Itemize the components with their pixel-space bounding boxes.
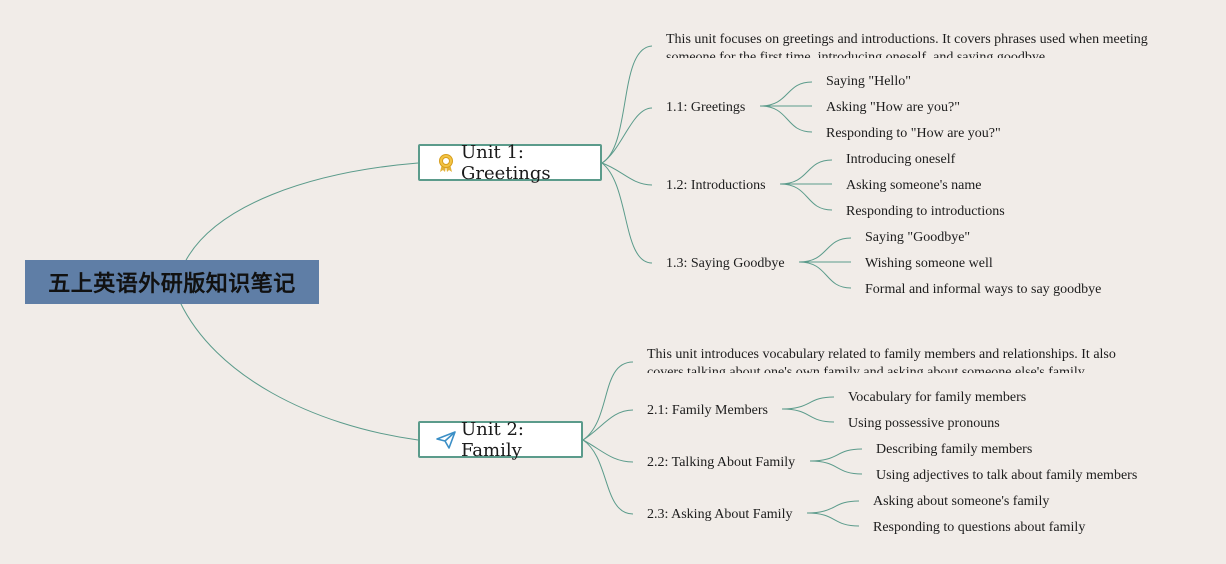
unit-node-greetings[interactable]: Unit 1: Greetings xyxy=(418,141,602,184)
unit-description: This unit introduces vocabulary related … xyxy=(647,347,1116,373)
unit-title: Unit 2: Family xyxy=(461,418,524,461)
list-item[interactable]: Formal and informal ways to say goodbye xyxy=(865,282,1102,297)
connector-s22-i2 xyxy=(809,460,863,475)
list-item[interactable]: Describing family members xyxy=(876,442,1033,457)
section-family-members[interactable]: 2.1: Family Members xyxy=(647,403,768,418)
connector-unit1-s2 xyxy=(601,162,653,186)
connector-s12-i3 xyxy=(779,183,833,211)
section-asking-about-family[interactable]: 2.3: Asking About Family xyxy=(647,507,793,522)
root-title: 五上英语外研版知识笔记 xyxy=(48,272,296,297)
connector-s12-i1 xyxy=(779,159,833,185)
list-item[interactable]: Saying "Hello" xyxy=(826,74,911,89)
paper-plane-icon xyxy=(436,430,456,450)
connector-s23-i1 xyxy=(806,500,860,514)
connector-unit2-desc xyxy=(582,361,634,441)
list-item[interactable]: Responding to introductions xyxy=(846,204,1005,219)
award-ribbon-icon xyxy=(436,153,456,173)
connector-root-unit1 xyxy=(184,162,419,263)
connector-s22-i1 xyxy=(809,448,863,462)
connector-s13-i3 xyxy=(798,261,852,289)
connector-unit1-s1 xyxy=(601,107,653,164)
connector-s23-i2 xyxy=(806,512,860,527)
list-item[interactable]: Using possessive pronouns xyxy=(848,416,1000,431)
connector-s21-i1 xyxy=(781,396,835,410)
section-greetings[interactable]: 1.1: Greetings xyxy=(666,100,746,115)
connector-s11-i3 xyxy=(759,105,813,133)
connector-s21-i2 xyxy=(781,408,835,423)
list-item[interactable]: Asking "How are you?" xyxy=(826,100,960,115)
section-talking-about-family[interactable]: 2.2: Talking About Family xyxy=(647,455,796,470)
list-item[interactable]: Vocabulary for family members xyxy=(848,390,1027,405)
unit-title: Unit 1: Greetings xyxy=(461,141,551,184)
list-item[interactable]: Saying "Goodbye" xyxy=(865,230,971,245)
connector-unit2-s3 xyxy=(582,439,634,515)
list-item[interactable]: Using adjectives to talk about family me… xyxy=(876,468,1138,483)
list-item[interactable]: Asking someone's name xyxy=(846,178,982,193)
unit-description: This unit focuses on greetings and intro… xyxy=(666,32,1148,58)
list-item[interactable]: Introducing oneself xyxy=(846,152,956,167)
section-introductions[interactable]: 1.2: Introductions xyxy=(666,178,766,193)
connector-unit2-s2 xyxy=(582,439,634,463)
connector-s11-i1 xyxy=(759,81,813,107)
unit-node-family[interactable]: Unit 2: Family xyxy=(418,418,583,461)
connector-unit1-s3 xyxy=(601,162,653,264)
list-item[interactable]: Wishing someone well xyxy=(865,256,993,271)
root-node[interactable]: 五上英语外研版知识笔记 xyxy=(25,260,319,304)
connector-s13-i1 xyxy=(798,237,852,263)
connector-unit2-s1 xyxy=(582,409,634,441)
list-item[interactable]: Asking about someone's family xyxy=(873,494,1050,509)
connector-root-unit2 xyxy=(179,301,419,441)
list-item[interactable]: Responding to "How are you?" xyxy=(826,126,1001,141)
connector-unit1-desc xyxy=(601,45,653,164)
section-saying-goodbye[interactable]: 1.3: Saying Goodbye xyxy=(666,256,785,271)
list-item[interactable]: Responding to questions about family xyxy=(873,520,1086,535)
